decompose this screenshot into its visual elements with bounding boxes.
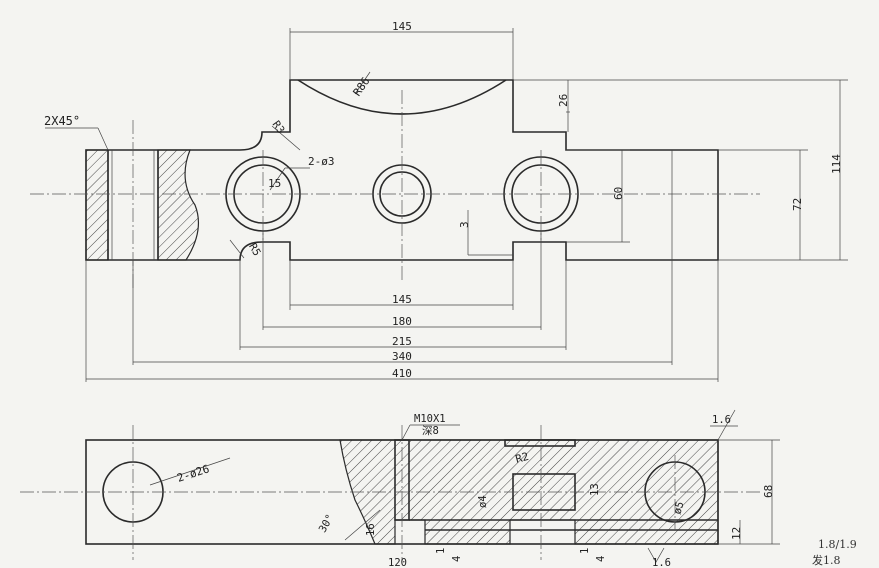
dim-angle: 30°: [317, 512, 337, 534]
dim-120: 120: [388, 557, 407, 568]
dim-410: 410: [392, 367, 412, 380]
dim-1a: 1: [435, 548, 447, 554]
dim-26: 26: [557, 94, 570, 107]
dim-12: 12: [730, 527, 743, 540]
bottom-view: M10X1 深8 R2 2-ø26 ø4 13 ø5 68 12 30° 16 …: [20, 409, 780, 568]
dim-chamfer: 2X45°: [44, 114, 80, 128]
top-view: 145 R86 26 2X45° R3 2-ø3 15 60 72 114 3 …: [30, 20, 848, 382]
dim-r86: R86: [350, 75, 372, 99]
dim-1b: 1: [579, 548, 591, 554]
dim-60: 60: [612, 187, 625, 200]
dim-r5: R5: [246, 241, 263, 258]
left-section-hatch-2: [157, 149, 200, 261]
note-line-2: 发1.8: [812, 553, 841, 567]
dim-68: 68: [762, 485, 775, 498]
dim-180: 180: [392, 315, 412, 328]
dim-72: 72: [791, 198, 804, 211]
note-line-1: 1.8/1.9: [818, 538, 857, 551]
dim-phi4: ø4: [477, 495, 489, 508]
dim-145-top: 145: [392, 20, 412, 33]
dim-depth: 深8: [422, 425, 439, 437]
dim-13: 13: [589, 483, 601, 496]
dim-215: 215: [392, 335, 412, 348]
dim-4a: 4: [451, 556, 463, 562]
roughness-top: 1.6: [712, 414, 731, 426]
dim-114: 114: [830, 154, 843, 174]
dim-r2: R2: [514, 450, 530, 466]
dim-r3-top: R3: [270, 119, 287, 136]
dim-hole26: 2-ø26: [175, 462, 211, 485]
dim-phi5: ø5: [672, 500, 687, 515]
dim-15: 15: [268, 177, 281, 190]
roughness-bottom: 1.6: [652, 557, 671, 568]
left-section-hatch: [85, 149, 109, 261]
dim-145-bottom: 145: [392, 293, 412, 306]
dim-16: 16: [365, 523, 377, 536]
dim-holes: 2-ø3: [308, 155, 335, 168]
dim-thread: M10X1: [414, 413, 446, 425]
dim-4b: 4: [595, 556, 607, 562]
dim-3: 3: [458, 221, 471, 228]
dim-340: 340: [392, 350, 412, 363]
